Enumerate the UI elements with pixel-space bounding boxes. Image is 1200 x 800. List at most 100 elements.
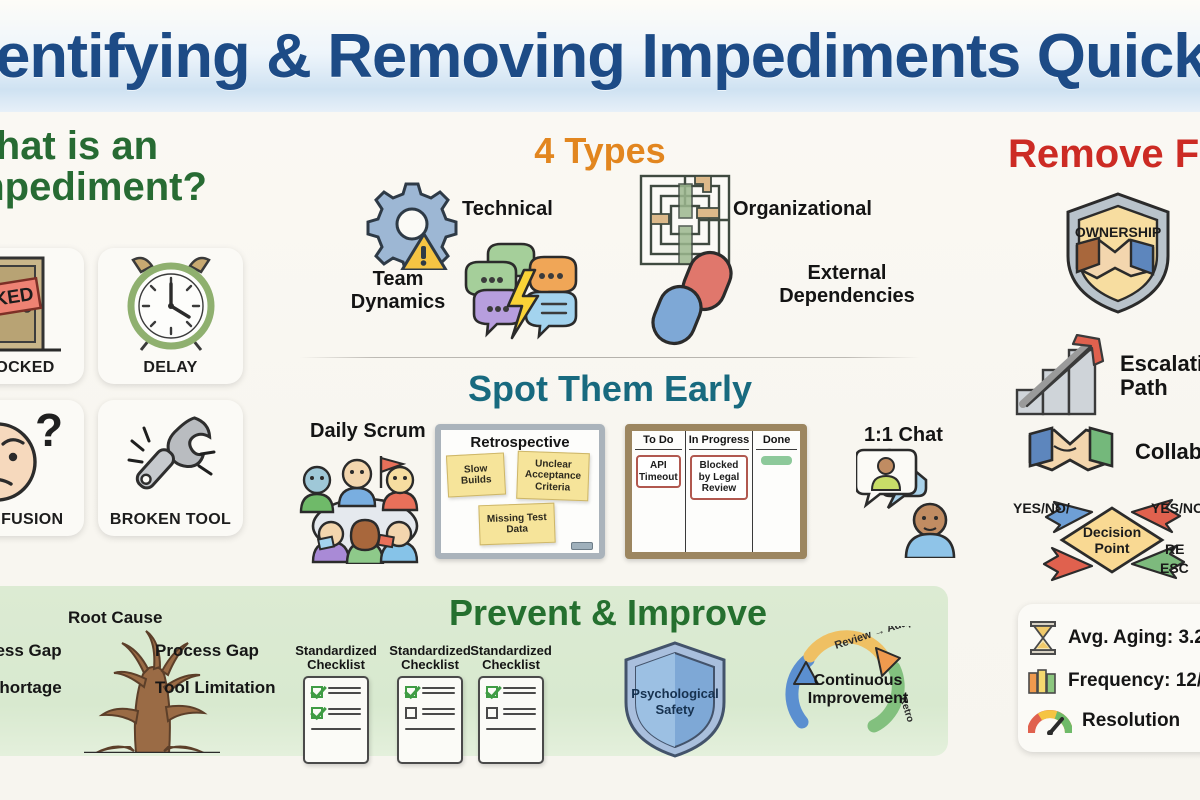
- checklist-lines: [422, 687, 455, 697]
- kanban-column-done: Done: [753, 431, 800, 552]
- kanban-board[interactable]: To Do API Timeout In Progress Blocked by…: [625, 424, 807, 559]
- checklist-lines: [311, 728, 361, 730]
- kanban-card-api-timeout[interactable]: API Timeout: [636, 455, 681, 488]
- escalation-path-label: Escalation Path: [1120, 351, 1200, 401]
- svg-text:Point: Point: [1095, 540, 1130, 556]
- checklist-lines: [503, 708, 536, 718]
- checklist-lines: [328, 687, 361, 697]
- checkbox-checked[interactable]: [311, 686, 323, 698]
- metric-text: Resolution: [1082, 709, 1181, 731]
- type-label-external-dependencies: External Dependencies: [763, 262, 931, 308]
- card-label: CONFUSION: [0, 511, 64, 528]
- tree-label-process-gap-left: cess Gap: [0, 641, 62, 660]
- page-title: Identifying & Removing Impediments Quick…: [0, 21, 1200, 91]
- checklist-title-line1: Standardized: [470, 643, 552, 658]
- daily-scrum-label: Daily Scrum: [310, 420, 426, 442]
- gauge-icon: [1028, 709, 1072, 735]
- daily-scrum-icon: [299, 456, 419, 564]
- prevent-heading: Prevent & Improve: [448, 592, 768, 633]
- sticky-note[interactable]: Slow Builds: [445, 452, 507, 498]
- checklist-card[interactable]: [478, 676, 544, 764]
- tree-label-root-cause: Root Cause: [68, 608, 163, 627]
- root-cause-tree-icon: [84, 630, 220, 753]
- checklist-lines: [486, 728, 536, 730]
- checklist-card[interactable]: [397, 676, 463, 764]
- kanban-column-header: In Progress: [688, 434, 750, 450]
- retrospective-board[interactable]: Retrospective Slow Builds Unclear Accept…: [435, 424, 605, 559]
- shield-label: OWNERSHIP: [1075, 224, 1161, 240]
- blocked-door-icon: BLOCKED: [0, 248, 84, 359]
- hourglass-icon: [1030, 621, 1056, 656]
- continuous-improvement-label: Continuous Improvement: [798, 672, 918, 709]
- checklist-lines: [405, 728, 455, 730]
- svg-text:Psychological: Psychological: [631, 686, 718, 701]
- kanban-card-blocked[interactable]: Blocked by Legal Review: [689, 455, 749, 500]
- card-label: BROKEN TOOL: [109, 511, 232, 528]
- ext-label-line1: External: [807, 262, 887, 284]
- checklist-card[interactable]: [303, 676, 369, 764]
- checklist-row: [405, 686, 455, 698]
- impediment-card-delay[interactable]: DELAY: [98, 248, 243, 384]
- checklist-lines: [503, 687, 536, 697]
- kanban-column-header: Done: [756, 434, 797, 450]
- checkbox-unchecked[interactable]: [405, 707, 417, 719]
- decision-extra-line1: RE: [1165, 541, 1185, 557]
- gear-warning-icon: [366, 182, 458, 270]
- tree-label-process-gap-right: Process Gap: [155, 641, 259, 660]
- checklist-title-line2: Checklist: [307, 657, 365, 673]
- kanban-done-marker: [761, 456, 792, 465]
- checkbox-unchecked[interactable]: [486, 707, 498, 719]
- left-heading-line1: What is an: [0, 124, 159, 168]
- checklist-lines: [328, 708, 361, 718]
- metric-text: Frequency: 12/w: [1068, 669, 1200, 691]
- decision-extra-line2: ESC: [1160, 560, 1189, 576]
- collaborate-label: Collaborate: [1135, 439, 1200, 464]
- alarm-clock-icon: [98, 248, 243, 359]
- left-heading-line2: Impediment?: [0, 164, 207, 209]
- type-label-technical: Technical: [462, 198, 553, 220]
- decision-right-label: YES/NO/: [1151, 500, 1200, 516]
- checkbox-checked[interactable]: [311, 707, 323, 719]
- kanban-column-header: To Do: [635, 434, 682, 450]
- impediment-card-blocked[interactable]: BLOCKED BLOCKED: [0, 248, 84, 384]
- sticky-note[interactable]: Unclear Acceptance Criteria: [516, 450, 590, 502]
- team-label-line2: Dynamics: [350, 291, 446, 313]
- chain-link-icon: [651, 250, 733, 346]
- checklist-row: [311, 707, 361, 719]
- escalation-line2: Path: [1120, 375, 1168, 401]
- checkbox-checked[interactable]: [486, 686, 498, 698]
- ext-label-line2: Dependencies: [779, 285, 915, 307]
- checklist-lines: [422, 708, 455, 718]
- retrospective-title: Retrospective: [470, 434, 570, 451]
- checklist-title: Standardized Checklist: [291, 643, 381, 673]
- types-heading: 4 Types: [534, 130, 666, 171]
- psychological-safety-shield-icon: Psychological Safety: [624, 641, 726, 758]
- broken-wrench-icon: [98, 400, 243, 511]
- maze-icon: [639, 174, 731, 266]
- impediment-card-broken-tool[interactable]: BROKEN TOOL: [98, 400, 243, 536]
- checklist-title-line2: Checklist: [401, 657, 459, 673]
- section-divider: [300, 357, 920, 358]
- bar-chart-icon: [1028, 669, 1056, 694]
- eraser-icon: [571, 542, 593, 550]
- kanban-column-in-progress: In Progress Blocked by Legal Review: [686, 431, 754, 552]
- checkbox-checked[interactable]: [405, 686, 417, 698]
- team-label-line1: Team: [372, 268, 424, 290]
- decision-left-label: YES/NO/: [1013, 500, 1070, 516]
- one-on-one-chat-icon: [856, 448, 956, 558]
- svg-text:?: ?: [35, 404, 63, 456]
- right-panel-heading: Remove Fast: [1008, 132, 1200, 176]
- left-panel-heading: What is an Impediment?: [0, 126, 288, 208]
- escalation-path-icon: [1015, 334, 1105, 416]
- impediment-card-confusion[interactable]: ? CONFUSION: [0, 400, 84, 536]
- ownership-shield-icon: OWNERSHIP: [1066, 192, 1170, 314]
- sticky-note[interactable]: Missing Test Data: [478, 502, 556, 546]
- checklist-row: [486, 686, 536, 698]
- decision-point-icon: Decision Point: [1042, 498, 1186, 582]
- kanban-column-todo: To Do API Timeout: [632, 431, 686, 552]
- spot-heading: Spot Them Early: [467, 368, 753, 409]
- title-banner: Identifying & Removing Impediments Quick…: [0, 0, 1200, 112]
- checklist-title-line1: Standardized: [295, 643, 377, 658]
- checklist-title-line1: Standardized: [389, 643, 471, 658]
